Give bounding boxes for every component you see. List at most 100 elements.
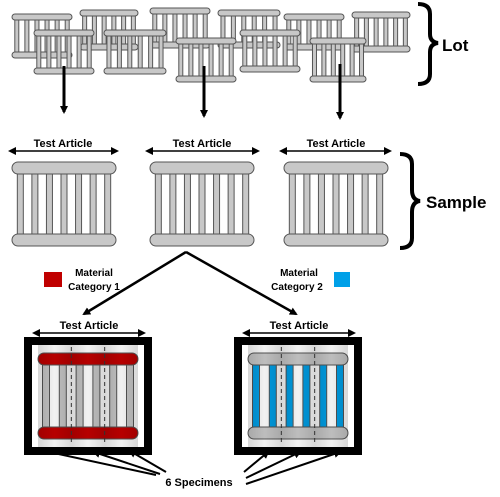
rack-top-rail xyxy=(149,161,255,175)
rack-post xyxy=(359,40,365,80)
rack-top-rail xyxy=(79,9,139,17)
specimen-pointer-arrows xyxy=(38,447,342,485)
rack-bottom-rail xyxy=(175,75,237,83)
test-article-label-2: Test Article xyxy=(173,138,232,150)
rack-post xyxy=(311,40,317,80)
rack-top-rail xyxy=(283,161,389,175)
lot-brace-icon xyxy=(417,2,439,86)
rack-post xyxy=(321,40,327,80)
category-2-swatch xyxy=(334,272,350,287)
rack-post xyxy=(198,40,204,80)
specimen-cut-shading xyxy=(71,345,105,447)
rack-post xyxy=(106,32,112,72)
rack-post xyxy=(228,40,234,80)
lot-rack-7 xyxy=(33,29,95,75)
specimen-cut-shading xyxy=(248,345,282,447)
test-article-label-4: Test Article xyxy=(60,320,119,332)
rack-top-rail xyxy=(33,29,95,37)
lot-rack-11 xyxy=(309,37,367,83)
lot-rack-8 xyxy=(103,29,167,75)
rack-bottom-rail xyxy=(103,67,167,75)
rack-post xyxy=(317,167,325,241)
rack-bottom-rail xyxy=(309,75,367,83)
rack-post xyxy=(303,167,311,241)
rack-post xyxy=(272,32,278,70)
rack-bottom-rail xyxy=(239,65,301,73)
rack-post xyxy=(332,167,340,241)
specimens-label: 6 Specimens xyxy=(165,477,232,489)
category-2-label-line2: Category 2 xyxy=(271,282,323,293)
rack-post xyxy=(152,10,158,46)
category-1-swatch xyxy=(44,272,62,287)
rack-top-rail xyxy=(149,7,211,15)
rack-post xyxy=(282,32,288,70)
category-2-test-article xyxy=(234,337,362,455)
test-article-label-1: Test Article xyxy=(34,138,93,150)
test-article-label-5: Test Article xyxy=(270,320,329,332)
lot-rack-10 xyxy=(239,29,301,73)
rack-post xyxy=(76,32,82,72)
rack-post xyxy=(89,167,97,241)
rack-top-rail xyxy=(11,13,73,21)
sample-test-article-1 xyxy=(11,161,117,247)
rack-bottom-rail xyxy=(11,233,117,247)
rack-post xyxy=(330,40,336,80)
sample-test-article-3 xyxy=(283,161,389,247)
rack-post xyxy=(24,16,30,56)
rack-post xyxy=(137,32,143,72)
rack-post xyxy=(148,32,154,72)
rack-post xyxy=(183,167,191,241)
rack-post xyxy=(86,32,92,72)
rack-post xyxy=(242,32,248,70)
rack-top-rail xyxy=(217,9,281,17)
sample-brace-icon xyxy=(399,152,421,250)
rack-post xyxy=(198,167,206,241)
rack-post xyxy=(31,167,39,241)
rack-post xyxy=(154,167,162,241)
specimen-cut-shading xyxy=(281,345,315,447)
category-1-test-article xyxy=(24,337,152,455)
specimen-cut-shading xyxy=(314,345,348,447)
rack-post xyxy=(104,167,112,241)
test-article-label-3: Test Article xyxy=(307,138,366,150)
rack-post xyxy=(227,167,235,241)
rack-post xyxy=(349,40,355,80)
specimen-cut-shading xyxy=(104,345,138,447)
rack-top-rail xyxy=(11,161,117,175)
rack-post xyxy=(66,32,72,72)
rack-post xyxy=(178,40,184,80)
sample-to-category-arrows xyxy=(82,250,298,316)
rack-post xyxy=(376,167,384,241)
rack-post xyxy=(14,16,20,56)
sample-label: Sample xyxy=(426,193,486,212)
rack-post xyxy=(116,32,122,72)
rack-post xyxy=(46,32,52,72)
lot-rack-9 xyxy=(175,37,237,83)
rack-post xyxy=(60,167,68,241)
rack-post xyxy=(252,32,258,70)
rack-post xyxy=(292,32,298,70)
rack-post xyxy=(242,167,250,241)
rack-post xyxy=(45,167,53,241)
rack-bottom-rail xyxy=(11,51,73,59)
sample-racks xyxy=(11,161,389,247)
category-1-label-line2: Category 1 xyxy=(68,282,120,293)
rack-post xyxy=(402,14,408,50)
rack-top-rail xyxy=(283,13,345,21)
rack-top-rail xyxy=(309,37,367,45)
rack-post xyxy=(75,167,83,241)
rack-post xyxy=(213,167,221,241)
rack-top-rail xyxy=(239,29,301,37)
rack-top-rail xyxy=(175,37,237,45)
lot-label: Lot xyxy=(442,36,469,55)
category-2-label-line1: Material xyxy=(280,268,318,279)
lot-rack-stack xyxy=(11,7,411,83)
rack-top-rail xyxy=(103,29,167,37)
rack-post xyxy=(218,40,224,80)
rack-post xyxy=(373,14,379,50)
rack-post xyxy=(383,14,389,50)
rack-top-rail xyxy=(351,11,411,19)
rack-post xyxy=(393,14,399,50)
specimen-panels xyxy=(24,337,362,455)
rack-post xyxy=(36,32,42,72)
